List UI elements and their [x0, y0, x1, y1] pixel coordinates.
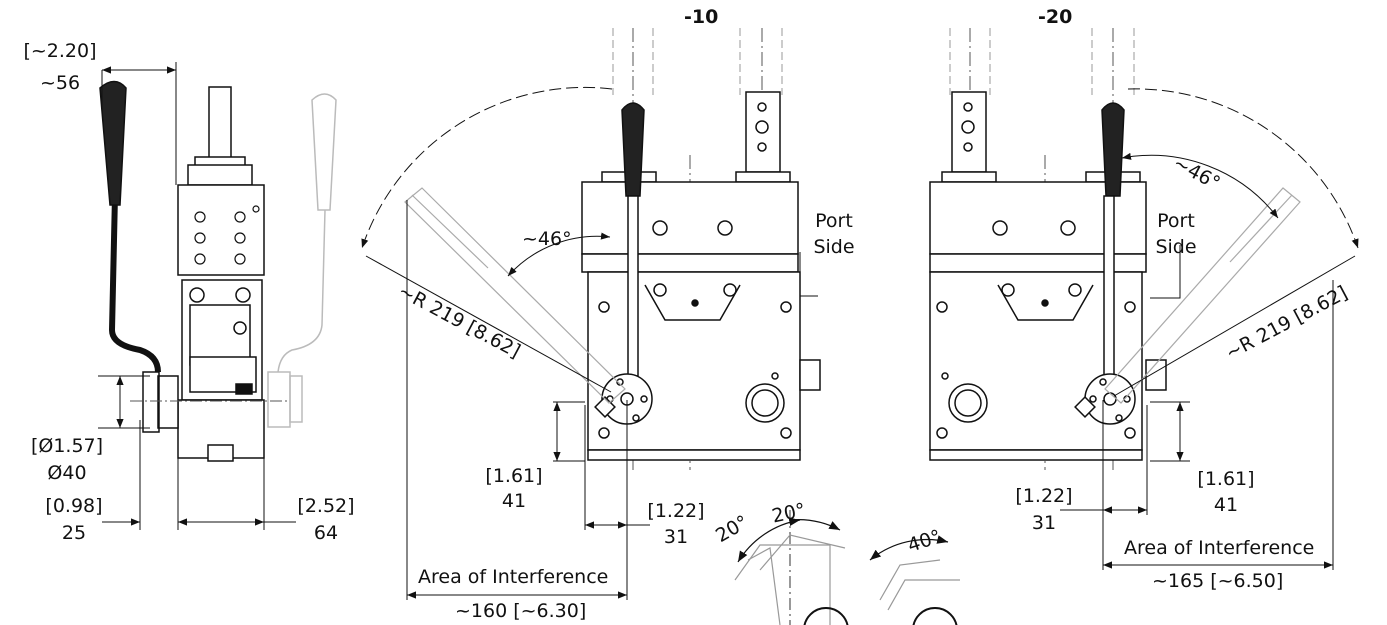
minus10-pivot-mm: 31: [663, 526, 689, 548]
minus10-port: Port: [815, 210, 853, 232]
side-offset-inch: [0.98]: [45, 495, 103, 517]
minus20-height-inch: [1.61]: [1197, 468, 1255, 490]
minus10-height-inch: [1.61]: [485, 465, 543, 487]
minus10-angle: ~46°: [522, 228, 572, 250]
minus20-height-mm: 41: [1213, 494, 1239, 516]
view-minus20-body: [929, 28, 1301, 470]
view-minus10-body: [404, 28, 821, 470]
minus10-height-mm: 41: [501, 490, 527, 512]
minus10-side: Side: [813, 236, 855, 258]
side-width-inch: [2.52]: [297, 495, 355, 517]
rotation-detail: [734, 510, 960, 625]
side-view: [99, 80, 265, 462]
view-title-minus20: -20: [1038, 6, 1073, 28]
minus10-interference-label: Area of Interference: [418, 566, 609, 588]
view-title-minus10: -10: [684, 6, 719, 28]
side-width-mm: 64: [313, 522, 339, 544]
view-minus20-dimensions: [1060, 88, 1359, 570]
minus10-pivot-inch: [1.22]: [647, 500, 705, 522]
side-view-ghost-handle: [267, 93, 337, 428]
minus10-interference-value: ~160 [~6.30]: [455, 600, 587, 622]
minus20-port: Port: [1157, 210, 1195, 232]
side-offset-mm: 25: [61, 522, 87, 544]
side-view-dimensions: [98, 62, 296, 530]
minus20-interference-label: Area of Interference: [1124, 537, 1315, 559]
side-handle-offset-inch: [~2.20]: [23, 40, 97, 62]
side-diameter-mm: Ø40: [47, 462, 87, 484]
minus20-interference-value: ~165 [~6.50]: [1152, 570, 1284, 592]
minus20-pivot-mm: 31: [1031, 512, 1057, 534]
minus20-pivot-inch: [1.22]: [1015, 485, 1073, 507]
minus20-side: Side: [1155, 236, 1197, 258]
side-diameter-inch: [Ø1.57]: [30, 435, 104, 457]
side-handle-offset-mm: ~56: [39, 72, 81, 94]
view-minus10-dimensions: [361, 86, 650, 600]
